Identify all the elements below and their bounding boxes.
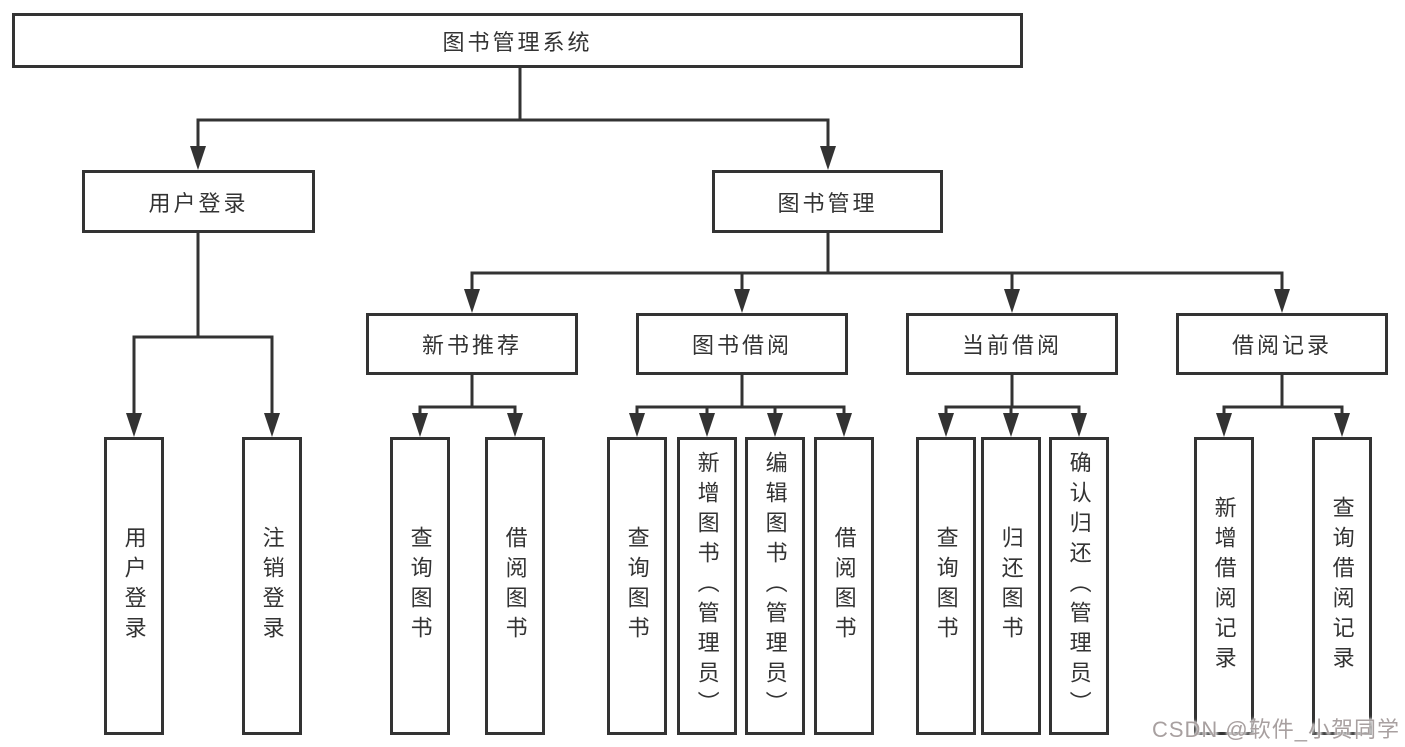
leaf-borrow-query-books: 查询图书 [607, 437, 667, 735]
leaf-recommend-query-books: 查询图书 [390, 437, 450, 735]
leaf-current-confirm-return-admin: 确认归还（管理员） [1049, 437, 1109, 735]
node-book-management: 图书管理 [712, 170, 943, 233]
connector-current-to-leaves [938, 375, 1087, 437]
connector-user-login-to-leaves [126, 233, 280, 437]
leaf-borrow-add-books-admin: 新增图书（管理员） [677, 437, 737, 735]
node-current-borrow: 当前借阅 [906, 313, 1118, 375]
leaf-current-query-books: 查询图书 [916, 437, 976, 735]
node-book-borrow: 图书借阅 [636, 313, 848, 375]
node-user-login: 用户登录 [82, 170, 315, 233]
connector-book-management-to-level2 [464, 233, 1290, 313]
connector-borrow-to-leaves [629, 375, 852, 437]
leaf-records-add-record: 新增借阅记录 [1194, 437, 1254, 735]
leaf-records-query-record: 查询借阅记录 [1312, 437, 1372, 735]
csdn-watermark: CSDN @软件_小贺同学 [1151, 717, 1400, 742]
connector-records-to-leaves [1216, 375, 1350, 437]
connector-recommend-to-leaves [412, 375, 523, 437]
leaf-borrow-borrow-books: 借阅图书 [814, 437, 874, 735]
leaf-user-login: 用户登录 [104, 437, 164, 735]
node-library-management-system: 图书管理系统 [12, 13, 1023, 68]
leaf-current-return-books: 归还图书 [981, 437, 1041, 735]
connector-root-to-level1 [190, 68, 836, 170]
leaf-borrow-edit-books-admin: 编辑图书（管理员） [745, 437, 805, 735]
leaf-logout: 注销登录 [242, 437, 302, 735]
leaf-recommend-borrow-books: 借阅图书 [485, 437, 545, 735]
node-new-book-recommend: 新书推荐 [366, 313, 578, 375]
node-borrow-records: 借阅记录 [1176, 313, 1388, 375]
